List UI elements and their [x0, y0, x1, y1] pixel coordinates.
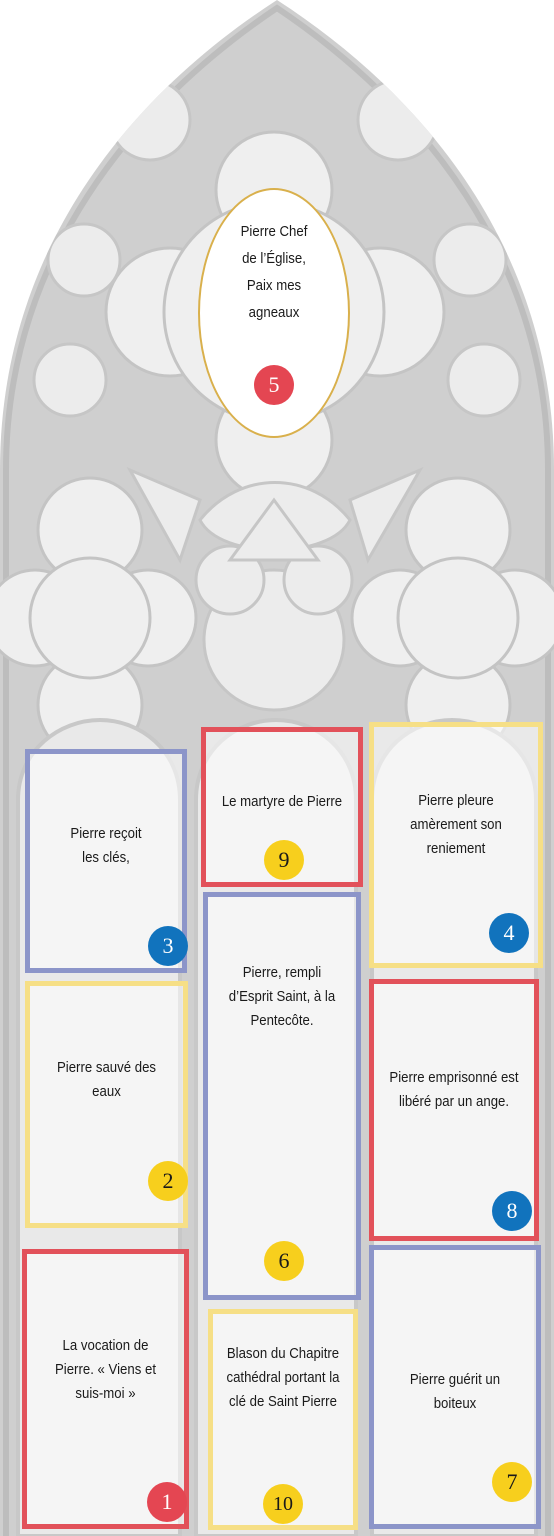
panel-scene-2: Pierre sauvé des eaux 2: [25, 981, 188, 1228]
panel-2-caption: Pierre sauvé des eaux: [39, 1056, 174, 1104]
medallion-caption-line-2: de l’Église,: [209, 245, 339, 272]
panel-scene-3: Pierre reçoit les clés, 3: [25, 749, 187, 973]
panel-8-caption-line-2: libéré par un ange.: [384, 1090, 525, 1114]
panel-4-caption: Pierre pleure amèrement son reniement: [384, 789, 528, 861]
panel-10-caption-line-3: clé de Saint Pierre: [221, 1390, 344, 1414]
number-badge-3: 3: [148, 926, 188, 966]
panel-scene-4: Pierre pleure amèrement son reniement 4: [369, 722, 543, 968]
number-badge-6: 6: [264, 1241, 304, 1281]
panel-10-caption-line-1: Blason du Chapitre: [221, 1342, 344, 1366]
medallion-caption-line-1: Pierre Chef: [209, 218, 339, 245]
number-badge-9: 9: [264, 840, 304, 880]
panel-6-caption-line-3: Pentecôte.: [217, 1009, 347, 1033]
panel-scene-10: Blason du Chapitre cathédral portant la …: [208, 1309, 358, 1530]
medallion-scene-5: Pierre Chef de l’Église, Paix mes agneau…: [198, 188, 350, 438]
number-badge-4: 4: [489, 913, 529, 953]
panel-scene-6: Pierre, rempli d’Esprit Saint, à la Pent…: [203, 892, 361, 1300]
medallion-caption: Pierre Chef de l’Église, Paix mes agneau…: [209, 218, 339, 326]
number-badge-5: 5: [254, 365, 294, 405]
medallion-caption-line-4: agneaux: [209, 299, 339, 326]
number-badge-8: 8: [492, 1191, 532, 1231]
panel-1-caption-line-2: Pierre. « Viens et: [36, 1358, 174, 1382]
panel-4-caption-line-1: Pierre pleure: [384, 789, 528, 813]
panel-8-caption: Pierre emprisonné est libéré par un ange…: [384, 1066, 525, 1114]
panel-9-caption-line-1: Le martyre de Pierre: [215, 790, 349, 814]
panel-4-caption-line-2: amèrement son: [384, 813, 528, 837]
panel-3-caption-line-1: Pierre reçoit: [39, 822, 173, 846]
panel-7-caption-line-1: Pierre guérit un: [384, 1368, 527, 1392]
panel-9-caption: Le martyre de Pierre: [215, 790, 349, 814]
panel-1-caption-line-3: suis-moi »: [36, 1382, 174, 1406]
panel-3-caption: Pierre reçoit les clés,: [39, 822, 173, 870]
panel-2-caption-line-2: eaux: [39, 1080, 174, 1104]
panel-10-caption: Blason du Chapitre cathédral portant la …: [221, 1342, 344, 1414]
panel-7-caption: Pierre guérit un boiteux: [384, 1368, 527, 1416]
panel-4-caption-line-3: reniement: [384, 837, 528, 861]
number-badge-7: 7: [492, 1462, 532, 1502]
number-badge-1: 1: [147, 1482, 187, 1522]
panel-8-caption-line-1: Pierre emprisonné est: [384, 1066, 525, 1090]
panel-6-caption: Pierre, rempli d’Esprit Saint, à la Pent…: [217, 961, 347, 1033]
panel-1-caption-line-1: La vocation de: [36, 1334, 174, 1358]
panel-scene-1: La vocation de Pierre. « Viens et suis-m…: [22, 1249, 189, 1529]
panel-6-caption-line-1: Pierre, rempli: [217, 961, 347, 985]
panel-10-caption-line-2: cathédral portant la: [221, 1366, 344, 1390]
panel-6-caption-line-2: d’Esprit Saint, à la: [217, 985, 347, 1009]
panel-scene-7: Pierre guérit un boiteux 7: [369, 1245, 541, 1529]
number-badge-2: 2: [148, 1161, 188, 1201]
panel-3-caption-line-2: les clés,: [39, 846, 173, 870]
number-badge-10: 10: [263, 1484, 303, 1524]
panel-1-caption: La vocation de Pierre. « Viens et suis-m…: [36, 1334, 174, 1406]
panel-scene-9: Le martyre de Pierre 9: [201, 727, 363, 887]
panel-scene-8: Pierre emprisonné est libéré par un ange…: [369, 979, 539, 1241]
medallion-caption-line-3: Paix mes: [209, 272, 339, 299]
panel-7-caption-line-2: boiteux: [384, 1392, 527, 1416]
panel-2-caption-line-1: Pierre sauvé des: [39, 1056, 174, 1080]
